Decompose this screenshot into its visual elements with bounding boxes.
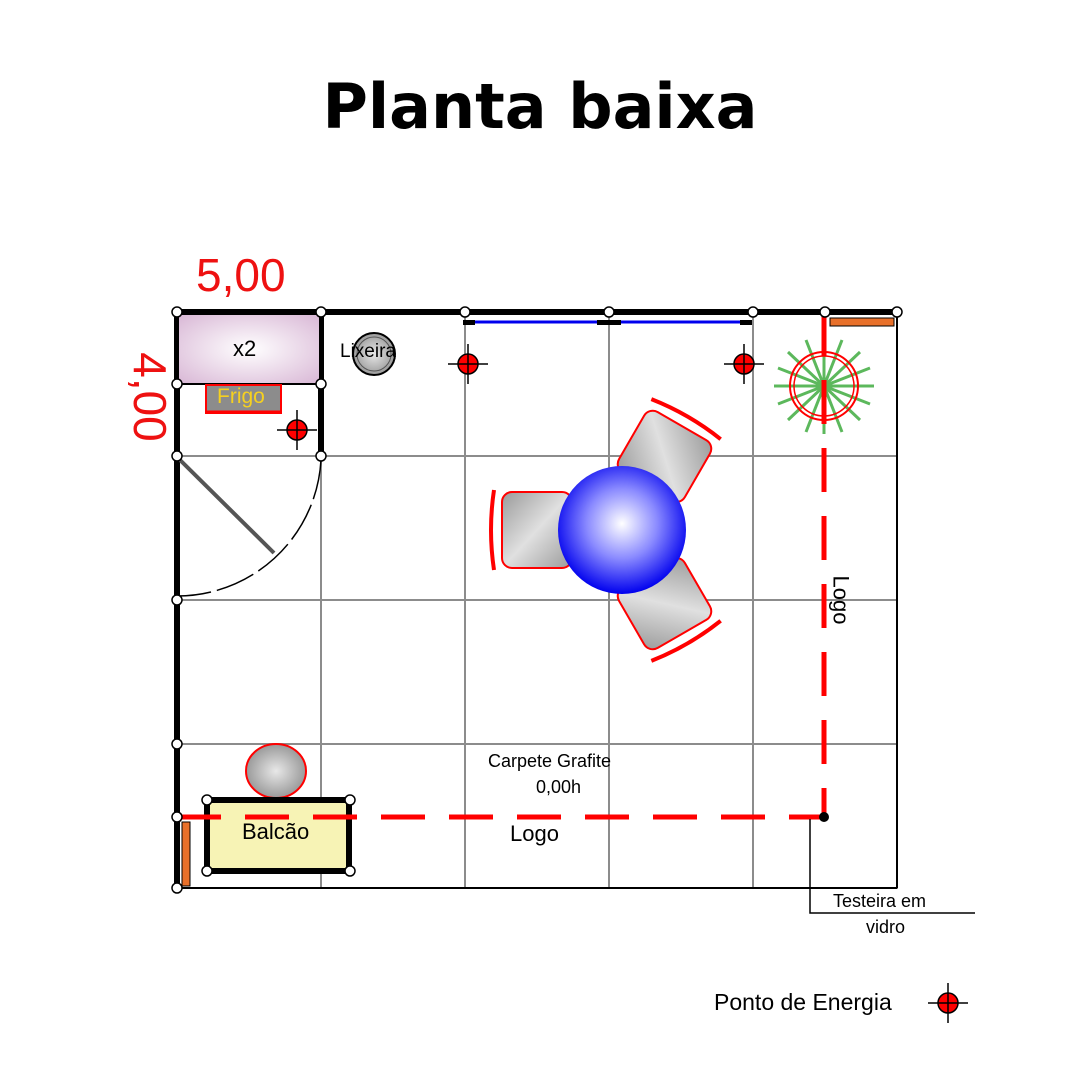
header-label-line2: vidro xyxy=(866,917,906,937)
power-outlet-icon xyxy=(723,343,765,385)
header-label-line1: Testeira em xyxy=(833,891,927,911)
power-outlet-icon xyxy=(447,343,489,385)
fridge-label: Frigo xyxy=(217,385,265,408)
power-outlet-icon xyxy=(927,982,969,1024)
page-title: Planta baixa xyxy=(322,70,758,143)
floor-label: Carpete Grafite xyxy=(488,751,612,771)
counter-label: Balcão xyxy=(242,819,310,844)
power-outlet-icon xyxy=(276,409,318,451)
fridge-count-label: x2 xyxy=(233,336,257,361)
logo-right-label: Logo xyxy=(828,575,854,625)
legend-label: Ponto de Energia xyxy=(714,989,892,1015)
floor-height-label: 0,00h xyxy=(536,777,582,797)
logo-bottom-label: Logo xyxy=(510,821,559,846)
width-dimension: 5,00 xyxy=(196,249,286,301)
trash-label: Lixeira xyxy=(340,341,396,362)
